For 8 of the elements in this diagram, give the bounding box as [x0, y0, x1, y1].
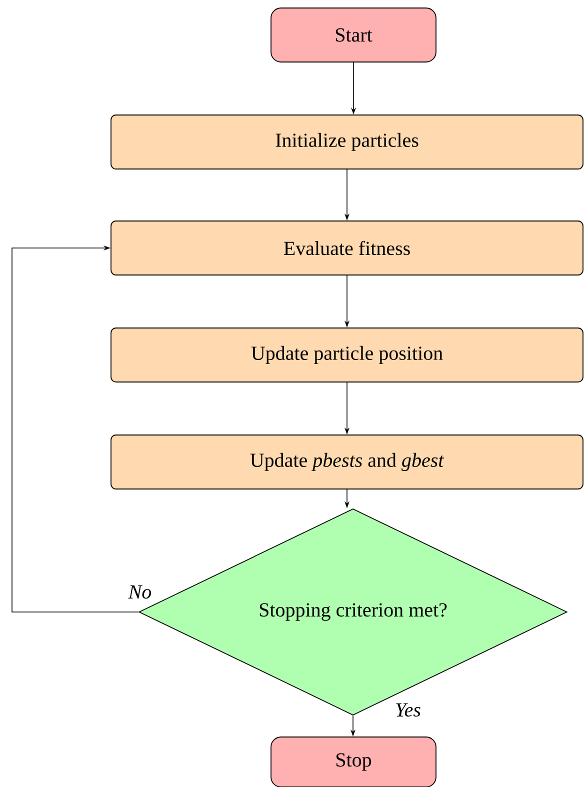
process-box: Update particle position [110, 328, 584, 382]
terminal-box: Stop [270, 736, 436, 787]
process-box: Update pbests and gbest [110, 434, 584, 490]
process-box: Evaluate fitness [110, 220, 584, 276]
loop-arrow [12, 245, 139, 612]
terminal-box: Start [270, 8, 436, 62]
process-box: Initialize particles [110, 114, 584, 170]
edge-label: Yes [394, 702, 422, 718]
